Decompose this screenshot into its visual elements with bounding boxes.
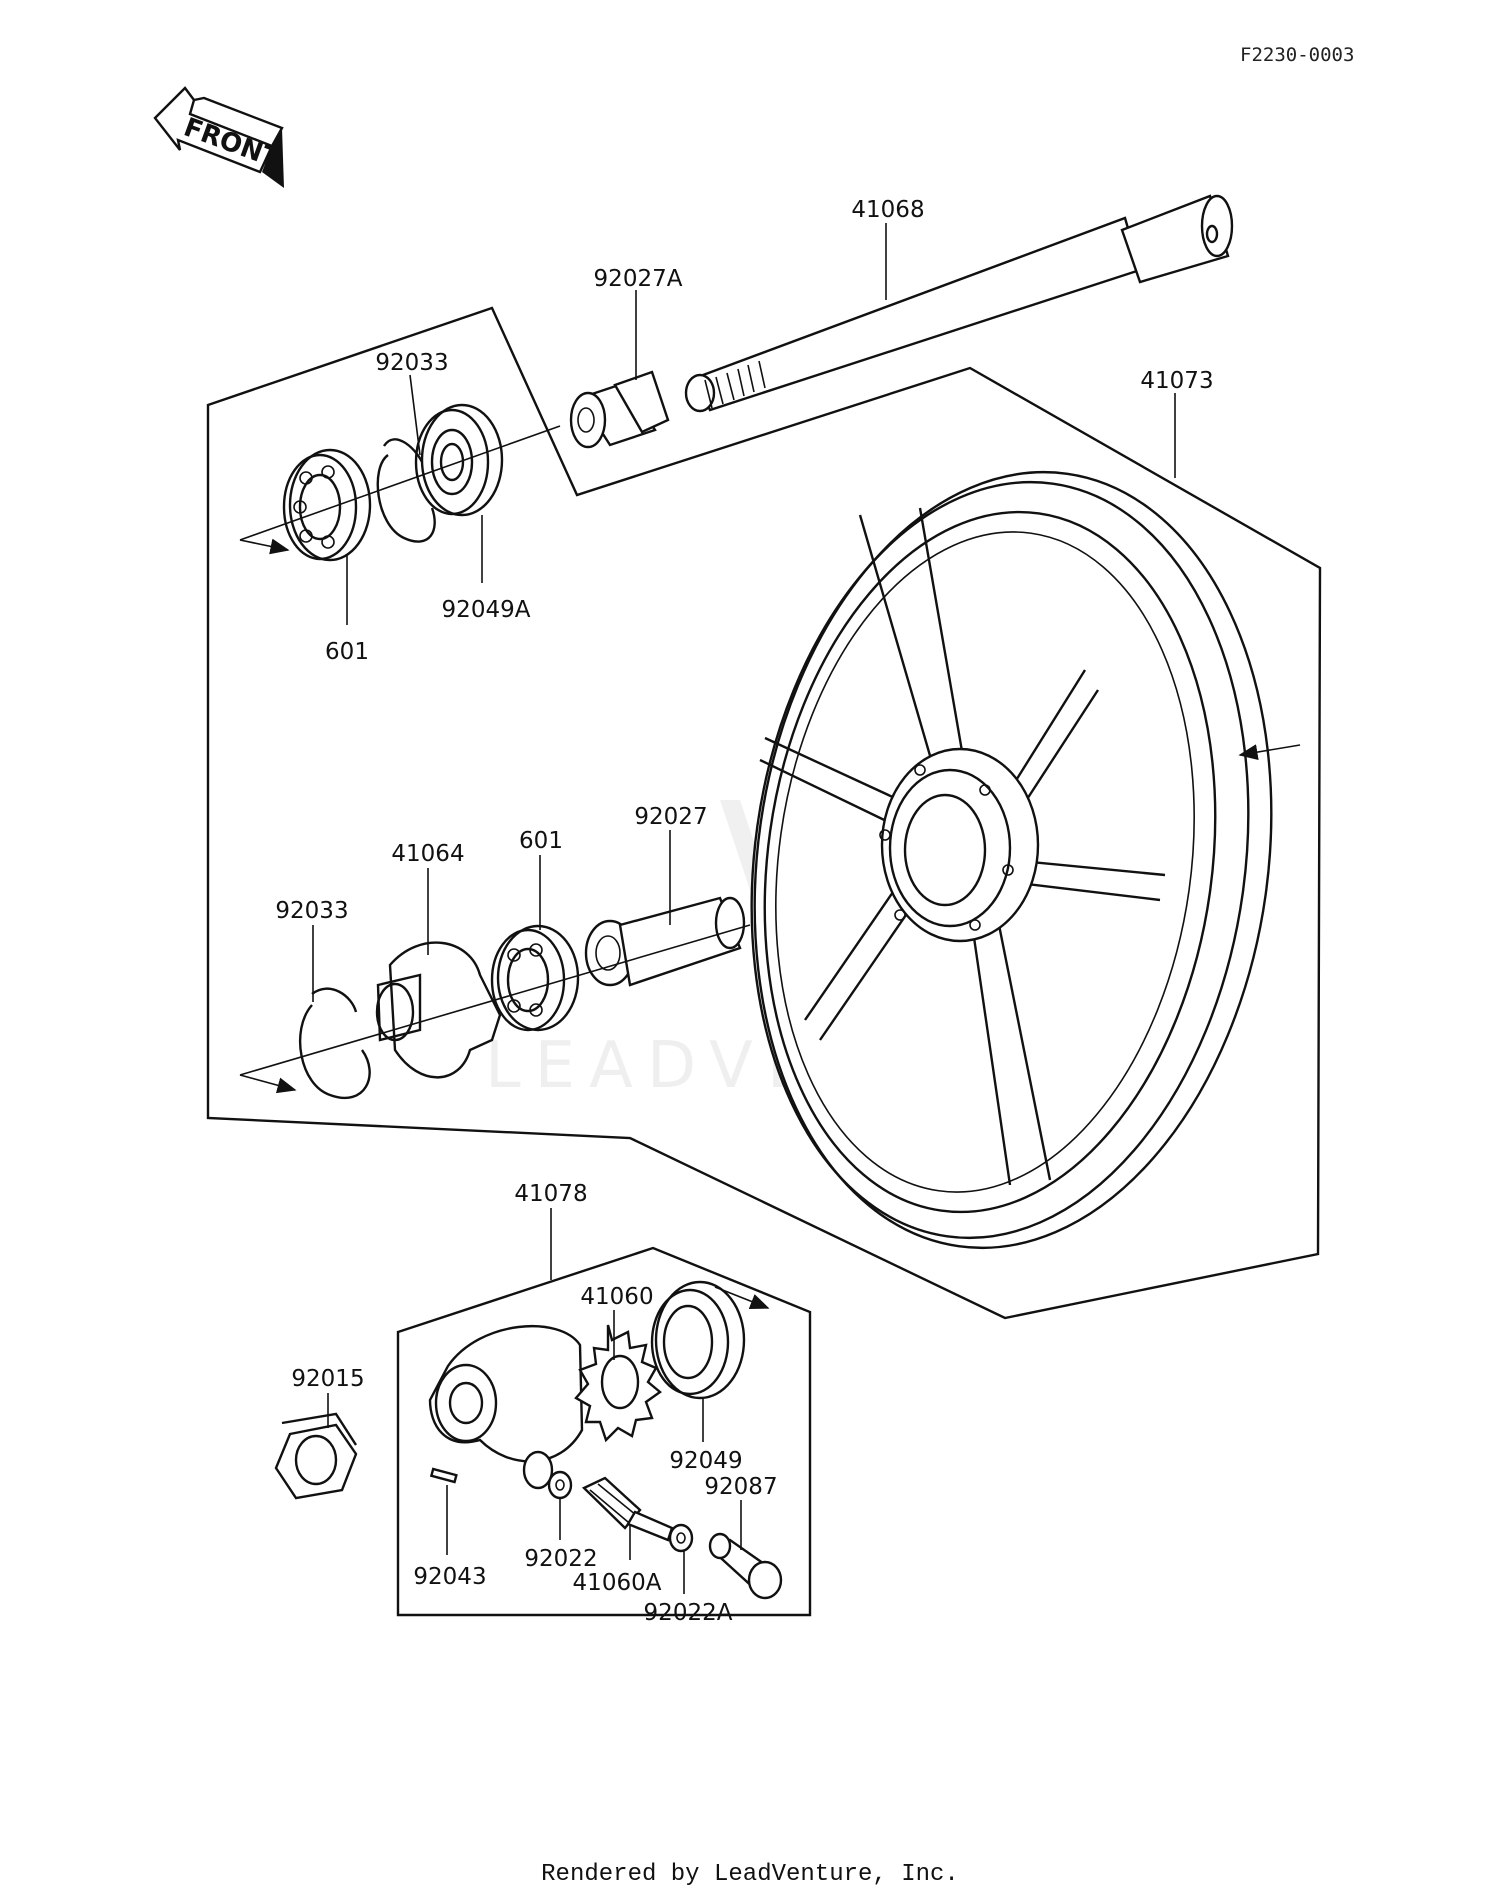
wheel-41073 xyxy=(750,470,1273,1250)
bearing-601-lower xyxy=(490,924,580,1032)
reference-code: F2230-0003 xyxy=(1240,44,1354,66)
spacer-92027 xyxy=(584,896,746,987)
washer-92022a xyxy=(668,1523,694,1553)
label-92033-lower: 92033 xyxy=(275,898,348,924)
pin-92043 xyxy=(429,1467,458,1484)
label-92049: 92049 xyxy=(669,1448,742,1474)
gear-41060 xyxy=(574,1324,662,1443)
speedo-drive-41064 xyxy=(375,941,502,1079)
bushing-92087 xyxy=(708,1532,783,1600)
footer-credit: Rendered by LeadVenture, Inc. xyxy=(541,1861,959,1888)
label-41073: 41073 xyxy=(1140,368,1213,394)
collar-92027a xyxy=(569,370,670,449)
nut-92015 xyxy=(274,1412,358,1500)
axle-41068 xyxy=(684,194,1234,413)
seal-92049 xyxy=(650,1280,746,1400)
circlip-92033-upper xyxy=(376,438,436,543)
front-arrow-icon: FRONT xyxy=(153,86,284,188)
label-601-upper: 601 xyxy=(325,639,369,665)
label-92015: 92015 xyxy=(291,1366,364,1392)
label-601-lower: 601 xyxy=(519,828,563,854)
bearing-601-upper xyxy=(282,448,372,562)
gear-housing-box xyxy=(396,1246,812,1617)
leader-lines xyxy=(312,223,1176,1594)
pinion-41060a xyxy=(581,1476,674,1542)
label-92033-upper: 92033 xyxy=(375,350,448,376)
label-92049a: 92049A xyxy=(442,597,531,623)
label-92043: 92043 xyxy=(413,1564,486,1590)
label-41060a: 41060A xyxy=(573,1570,662,1596)
washer-92022 xyxy=(547,1470,573,1500)
label-41064: 41064 xyxy=(391,841,464,867)
circlip-92033-lower xyxy=(298,987,371,1100)
part-labels: 41068 92027A 92033 41073 92049A 601 4106… xyxy=(275,197,1213,1626)
label-92027a: 92027A xyxy=(594,266,683,292)
assembly-outline xyxy=(206,306,1322,1320)
label-41078: 41078 xyxy=(514,1181,587,1207)
gear-housing-41078 xyxy=(428,1324,584,1490)
label-92022a: 92022A xyxy=(644,1600,733,1626)
label-92027: 92027 xyxy=(634,804,707,830)
label-41060: 41060 xyxy=(580,1284,653,1310)
label-41068: 41068 xyxy=(851,197,924,223)
label-92087: 92087 xyxy=(704,1474,777,1500)
label-92022: 92022 xyxy=(524,1546,597,1572)
bearing-92049a xyxy=(414,403,504,517)
